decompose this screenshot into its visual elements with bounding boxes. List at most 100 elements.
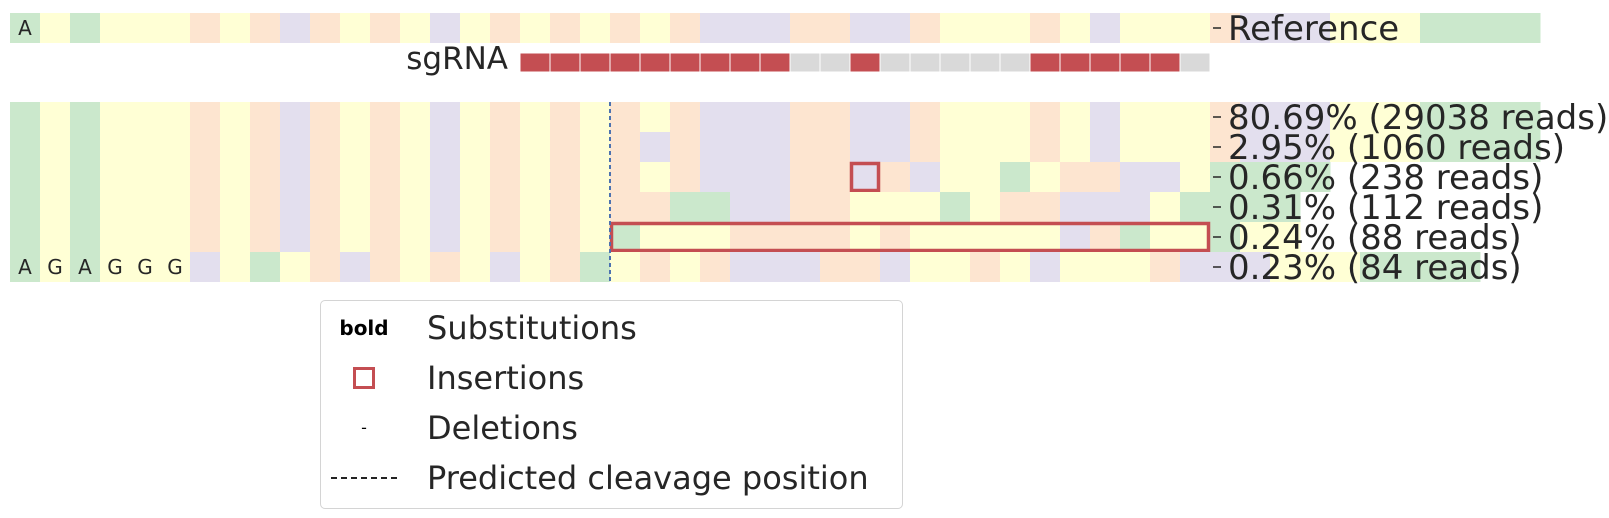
allele-cell: [940, 252, 971, 282]
allele-cell: [940, 132, 971, 162]
allele-cell: [1240, 222, 1271, 252]
allele-cell: [670, 222, 701, 252]
bold-sample: bold: [339, 316, 389, 340]
insertion-box: [849, 161, 881, 193]
allele-cell: [1300, 102, 1331, 132]
allele-label: 2.95% (1060 reads): [1228, 128, 1565, 168]
allele-cell: [190, 102, 221, 132]
reference-cell: [370, 13, 401, 43]
allele-cell: [340, 222, 371, 252]
allele-cell: [1030, 192, 1061, 222]
allele-cell: [310, 252, 341, 282]
sgrna-block: [939, 52, 971, 73]
allele-cell: [760, 102, 791, 132]
sgrna-block: [1089, 52, 1121, 73]
allele-cell: [1240, 132, 1271, 162]
allele-cell: [1150, 162, 1181, 192]
reference-cell: [1390, 13, 1421, 43]
allele-cell: [1090, 252, 1121, 282]
allele-cell: [160, 252, 191, 282]
allele-cell: [280, 192, 311, 222]
reference-cell: [1450, 13, 1481, 43]
allele-cell: [10, 252, 41, 282]
allele-cell: [220, 162, 251, 192]
sgrna-block: [1059, 52, 1091, 73]
reference-cell: [640, 13, 671, 43]
allele-cell: [70, 252, 101, 282]
allele-cell: [850, 102, 881, 132]
allele-row: [10, 132, 1541, 162]
allele-cell: [250, 102, 281, 132]
allele-cell: [1510, 132, 1541, 162]
allele-cell: [130, 252, 161, 282]
allele-cell: [220, 222, 251, 252]
allele-cell: [970, 102, 1001, 132]
reference-cell: [1300, 13, 1331, 43]
allele-cell: [1150, 192, 1181, 222]
allele-cell: [250, 252, 281, 282]
allele-cell: [490, 192, 521, 222]
allele-cell: [880, 132, 911, 162]
base-letter: A: [18, 16, 32, 40]
allele-cell: [940, 102, 971, 132]
allele-cell: [640, 102, 671, 132]
allele-cell: [10, 162, 41, 192]
allele-cell: [1180, 192, 1211, 222]
allele-cell: [490, 102, 521, 132]
allele-cell: [1000, 252, 1031, 282]
allele-cell: [430, 102, 461, 132]
allele-cell: [880, 102, 911, 132]
allele-cell: [640, 222, 671, 252]
allele-cell: [790, 132, 821, 162]
allele-cell: [1060, 192, 1091, 222]
allele-cell: [100, 102, 131, 132]
allele-cell: [790, 192, 821, 222]
allele-cell: [100, 222, 131, 252]
allele-cell: [1000, 102, 1031, 132]
allele-cell: [280, 162, 311, 192]
reference-cell: [1090, 13, 1121, 43]
allele-cell: [1330, 252, 1361, 282]
sgrna-block: [1149, 52, 1181, 73]
allele-cell: [40, 252, 71, 282]
allele-cell: [430, 222, 461, 252]
allele-cell: [1360, 132, 1391, 162]
allele-cell: [130, 162, 161, 192]
allele-cell: [970, 222, 1001, 252]
allele-cell: [970, 192, 1001, 222]
reference-cell: [1000, 13, 1031, 43]
allele-cell: [670, 102, 701, 132]
allele-cell: [430, 192, 461, 222]
reference-cell: [820, 13, 851, 43]
allele-cell: [940, 192, 971, 222]
reference-cell: [970, 13, 1001, 43]
allele-cell: [1120, 252, 1151, 282]
allele-cell: [130, 132, 161, 162]
allele-cell: [760, 252, 791, 282]
sgrna-block: [969, 52, 1001, 73]
allele-cell: [520, 162, 551, 192]
base-letter: G: [137, 255, 153, 279]
allele-cell: [280, 132, 311, 162]
allele-label: 0.31% (112 reads): [1228, 188, 1543, 228]
sgrna-block: [699, 52, 731, 73]
allele-cell: [1030, 252, 1061, 282]
allele-cell: [700, 192, 731, 222]
allele-cell: [1390, 252, 1421, 282]
allele-label: 0.66% (238 reads): [1228, 158, 1543, 198]
allele-cell: [220, 102, 251, 132]
allele-cell: [580, 132, 611, 162]
reference-cell: [760, 13, 791, 43]
allele-cell: [70, 222, 101, 252]
allele-cell: [970, 162, 1001, 192]
allele-cell: [520, 222, 551, 252]
legend-item-insertions: Insertions: [321, 356, 902, 400]
base-letter: G: [107, 255, 123, 279]
allele-cell: [1330, 132, 1361, 162]
allele-cell: [880, 192, 911, 222]
allele-cell: [190, 192, 221, 222]
allele-cell: [910, 132, 941, 162]
allele-cell: [370, 102, 401, 132]
reference-cell: [910, 13, 941, 43]
allele-cell: [1420, 132, 1451, 162]
